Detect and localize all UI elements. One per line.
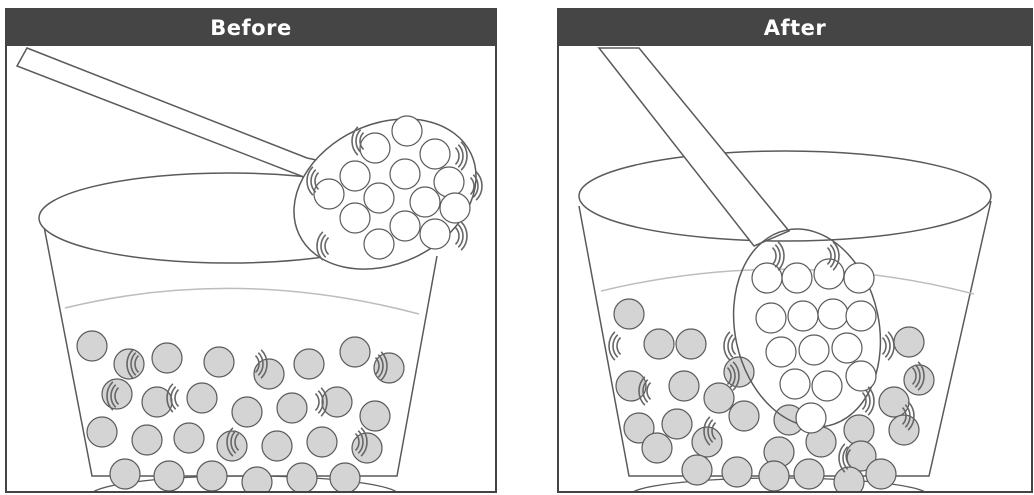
bead-filled bbox=[722, 457, 752, 487]
bead-empty bbox=[392, 116, 422, 146]
bead-filled bbox=[894, 327, 924, 357]
bead-filled bbox=[642, 433, 672, 463]
bead-empty bbox=[420, 139, 450, 169]
bead-filled bbox=[330, 463, 360, 491]
after-panel: After bbox=[557, 8, 1033, 493]
bead-filled bbox=[682, 455, 712, 485]
spoon-handle bbox=[17, 48, 339, 186]
bead-filled bbox=[866, 459, 896, 489]
bead-filled bbox=[704, 383, 734, 413]
bead-empty bbox=[818, 299, 848, 329]
bead-empty bbox=[390, 211, 420, 241]
vibration-arcs bbox=[724, 332, 736, 360]
bead-filled bbox=[197, 461, 227, 491]
bead-empty bbox=[364, 229, 394, 259]
bead-filled bbox=[132, 425, 162, 455]
bead-empty bbox=[434, 167, 464, 197]
vibration-arcs bbox=[882, 332, 894, 360]
bead-empty bbox=[844, 263, 874, 293]
bead-empty bbox=[410, 187, 440, 217]
bead-empty bbox=[752, 263, 782, 293]
bead-filled bbox=[187, 383, 217, 413]
bead-filled bbox=[729, 401, 759, 431]
bead-filled bbox=[154, 461, 184, 491]
bead-empty bbox=[846, 361, 876, 391]
bead-filled bbox=[110, 459, 140, 489]
bead-filled bbox=[759, 461, 789, 491]
bead-filled bbox=[277, 393, 307, 423]
bead-filled bbox=[879, 387, 909, 417]
bead-filled bbox=[662, 409, 692, 439]
vibration-arcs bbox=[609, 332, 621, 360]
bead-filled bbox=[77, 331, 107, 361]
bead-filled bbox=[287, 463, 317, 491]
bead-filled bbox=[232, 397, 262, 427]
bead-empty bbox=[340, 161, 370, 191]
bead-empty bbox=[799, 335, 829, 365]
bead-empty bbox=[364, 183, 394, 213]
bead-empty bbox=[314, 179, 344, 209]
bead-empty bbox=[390, 159, 420, 189]
before-illustration bbox=[7, 46, 495, 491]
bead-filled bbox=[844, 415, 874, 445]
bead-empty bbox=[440, 193, 470, 223]
bead-filled bbox=[614, 299, 644, 329]
bead-empty bbox=[340, 203, 370, 233]
bead-filled bbox=[676, 329, 706, 359]
bead-filled bbox=[644, 329, 674, 359]
bead-filled bbox=[616, 371, 646, 401]
bead-filled bbox=[242, 467, 272, 491]
after-title: After bbox=[559, 10, 1031, 46]
bead-empty bbox=[756, 303, 786, 333]
bead-empty bbox=[420, 219, 450, 249]
before-title: Before bbox=[7, 10, 495, 46]
bead-empty bbox=[766, 337, 796, 367]
bead-filled bbox=[87, 417, 117, 447]
bead-empty bbox=[796, 403, 826, 433]
bead-filled bbox=[360, 401, 390, 431]
bead-empty bbox=[846, 301, 876, 331]
liquid-surface bbox=[65, 288, 419, 314]
bead-filled bbox=[174, 423, 204, 453]
bead-filled bbox=[307, 427, 337, 457]
bead-empty bbox=[782, 263, 812, 293]
bead-filled bbox=[669, 371, 699, 401]
bead-filled bbox=[152, 343, 182, 373]
after-illustration bbox=[559, 46, 1031, 491]
bead-empty bbox=[780, 369, 810, 399]
bead-empty bbox=[832, 333, 862, 363]
bead-filled bbox=[794, 459, 824, 489]
before-panel: Before bbox=[5, 8, 497, 493]
bead-empty bbox=[812, 371, 842, 401]
bead-filled bbox=[834, 467, 864, 491]
bead-filled bbox=[294, 349, 324, 379]
bead-filled bbox=[204, 347, 234, 377]
bead-filled bbox=[262, 431, 292, 461]
bead-empty bbox=[360, 133, 390, 163]
bead-filled bbox=[340, 337, 370, 367]
bead-empty bbox=[788, 301, 818, 331]
spoon-handle bbox=[599, 48, 789, 246]
